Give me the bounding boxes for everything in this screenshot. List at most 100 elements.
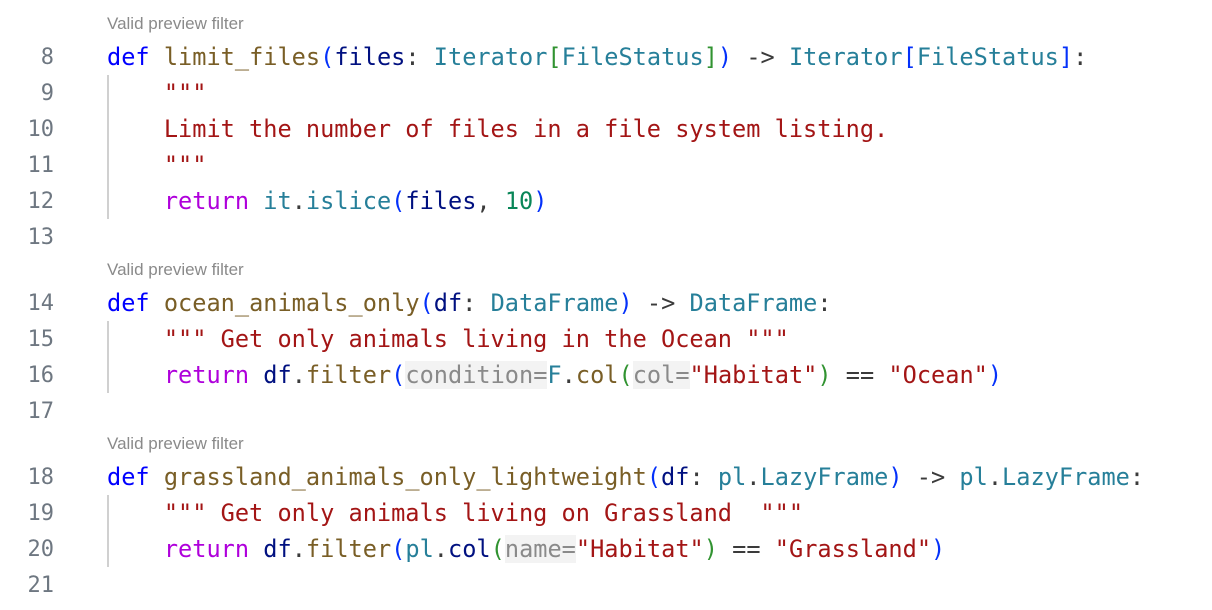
code-lens-valid-preview-filter[interactable]: Valid preview filter (107, 14, 244, 33)
bracket-token: ( (419, 289, 434, 317)
operator-token: -> (732, 43, 789, 71)
code-text[interactable]: """ (107, 75, 207, 111)
type-token: FileStatus (561, 43, 704, 71)
type-token: DataFrame (490, 289, 619, 317)
bracket-token: ( (391, 187, 406, 215)
line-number: 15 (27, 326, 55, 352)
function-name-token: filter (305, 361, 392, 389)
variable-token: files (405, 187, 477, 215)
operator-token: . (561, 361, 576, 389)
line-number: 11 (27, 152, 55, 178)
control-keyword-token: return (163, 187, 250, 215)
keyword-token: def (107, 43, 150, 71)
indent-guide (107, 495, 109, 567)
code-text[interactable]: Limit the number of files in a file syst… (107, 111, 888, 147)
function-name-token: col (575, 361, 619, 389)
operator-token (107, 499, 164, 527)
operator-token: -> (632, 289, 690, 317)
operator-token (150, 289, 164, 317)
code-line[interactable]: 12 return it.islice(files, 10) (0, 183, 1212, 219)
keyword-token: def (107, 463, 150, 491)
variable-token: col (448, 535, 491, 563)
code-line[interactable]: 11 """ (0, 147, 1212, 183)
operator-token: , (476, 187, 505, 215)
code-lens-row: Valid preview filter (0, 255, 1212, 285)
code-line[interactable]: 19 """ Get only animals living on Grassl… (0, 495, 1212, 531)
inlay-hint: name= (504, 535, 576, 563)
code-text[interactable]: def grassland_animals_only_lightweight(d… (107, 459, 1144, 495)
code-text[interactable]: def limit_files(files: Iterator[FileStat… (107, 39, 1087, 75)
code-line[interactable]: 20 return df.filter(pl.col(name="Habitat… (0, 531, 1212, 567)
operator-token: . (987, 463, 1003, 491)
operator-token (150, 463, 164, 491)
code-text[interactable]: return df.filter(pl.col(name="Habitat") … (107, 531, 945, 567)
code-line[interactable]: 10 Limit the number of files in a file s… (0, 111, 1212, 147)
code-text[interactable]: """ (107, 147, 207, 183)
indent-guide (107, 75, 109, 219)
bracket-token: ) (987, 361, 1003, 389)
bracket-token: ) (888, 463, 903, 491)
code-lens-valid-preview-filter[interactable]: Valid preview filter (107, 434, 244, 453)
bracket-token: ) (817, 361, 832, 389)
inlay-hint: col= (632, 361, 690, 389)
bracket-token: ) (618, 289, 633, 317)
line-number: 20 (27, 536, 55, 562)
operator-token (107, 115, 164, 143)
operator-token (107, 361, 164, 389)
string-token: "Ocean" (888, 361, 988, 389)
operator-token: : (689, 463, 718, 491)
code-line[interactable]: 16 return df.filter(condition=F.col(col=… (0, 357, 1212, 393)
operator-token: == (831, 361, 889, 389)
bracket-token: ( (391, 361, 406, 389)
bracket-token: ( (490, 535, 505, 563)
line-number: 14 (27, 290, 55, 316)
string-token: """ (163, 79, 207, 107)
function-name-token: filter (305, 535, 392, 563)
operator-token (107, 151, 164, 179)
type-token: LazyFrame (1002, 463, 1130, 491)
code-line[interactable]: 9 """ (0, 75, 1212, 111)
operator-token: : (1129, 463, 1145, 491)
number-token: 10 (504, 187, 534, 215)
control-keyword-token: return (163, 535, 250, 563)
variable-token: df (263, 535, 292, 563)
type-token: islice (305, 187, 392, 215)
bracket-token: ) (703, 535, 718, 563)
operator-token: . (291, 535, 306, 563)
code-text[interactable]: def ocean_animals_only(df: DataFrame) ->… (107, 285, 832, 321)
code-text[interactable]: """ Get only animals living on Grassland… (107, 495, 803, 531)
code-lens-valid-preview-filter[interactable]: Valid preview filter (107, 260, 244, 279)
line-number: 13 (27, 224, 55, 250)
code-line[interactable]: 15 """ Get only animals living in the Oc… (0, 321, 1212, 357)
bracket-token: [ (902, 43, 917, 71)
line-number: 12 (27, 188, 55, 214)
type-token: it (263, 187, 292, 215)
keyword-token: def (107, 289, 150, 317)
code-text[interactable]: return df.filter(condition=F.col(col="Ha… (107, 357, 1002, 393)
bracket-token: ) (533, 187, 548, 215)
bracket-token: ( (391, 535, 406, 563)
code-text[interactable]: """ Get only animals living in the Ocean… (107, 321, 789, 357)
operator-token: : (1073, 43, 1088, 71)
indent-guide (107, 321, 109, 393)
operator-token (249, 535, 263, 563)
operator-token: . (433, 535, 449, 563)
string-token: """ Get only animals living on Grassland… (163, 499, 804, 527)
inlay-hint: condition= (405, 361, 548, 389)
code-text[interactable]: return it.islice(files, 10) (107, 183, 548, 219)
code-line[interactable]: 17 (0, 393, 1212, 429)
type-token: DataFrame (689, 289, 818, 317)
code-line[interactable]: 21 (0, 567, 1212, 603)
string-token: """ Get only animals living in the Ocean… (163, 325, 789, 353)
type-token: FileStatus (916, 43, 1059, 71)
line-number: 9 (40, 80, 54, 106)
string-token: """ (163, 151, 207, 179)
operator-token: . (746, 463, 761, 491)
function-name-token: ocean_animals_only (163, 289, 420, 317)
operator-token (107, 535, 164, 563)
code-line[interactable]: 13 (0, 219, 1212, 255)
code-line[interactable]: 14 def ocean_animals_only(df: DataFrame) … (0, 285, 1212, 321)
